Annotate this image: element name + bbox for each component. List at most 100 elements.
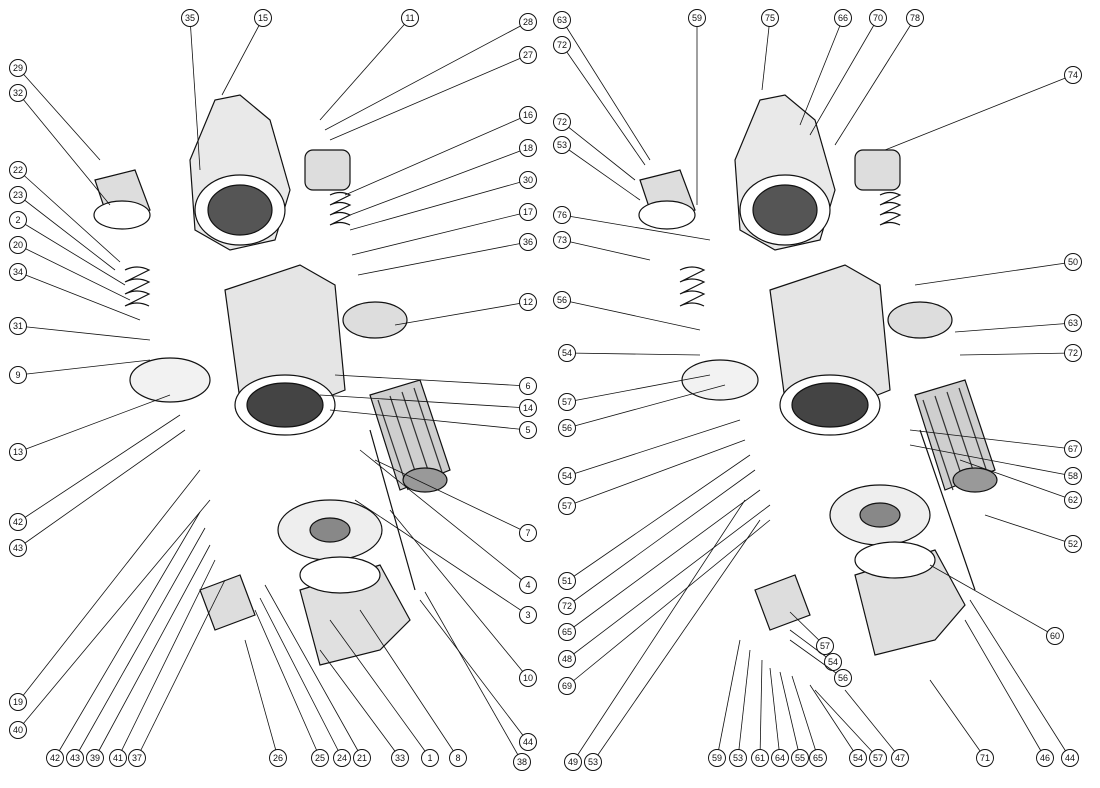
leader-line: [136, 579, 226, 759]
callout-number: 38: [517, 757, 527, 767]
right-callout: 72: [959, 344, 1082, 362]
right-callout: 61: [751, 659, 769, 767]
callout-circle: [333, 749, 351, 767]
left-callout: 7: [374, 459, 537, 542]
callout-number: 42: [50, 753, 60, 763]
callout-circle: [809, 749, 827, 767]
left-callout: 1: [329, 619, 439, 767]
left-callout: 44: [419, 599, 537, 751]
lower-solenoid-left: [199, 574, 256, 631]
callout-number: 25: [315, 753, 325, 763]
leader-line: [592, 519, 761, 763]
spring-left: [124, 266, 151, 307]
leader-line: [389, 509, 529, 679]
right-callout: 72: [558, 469, 756, 615]
right-callout: 54: [558, 419, 741, 485]
leader-line: [809, 17, 879, 136]
callout-circle: [254, 9, 272, 27]
callout-number: 23: [13, 190, 23, 200]
left-callout: 40: [9, 499, 211, 739]
callout-number: 37: [132, 753, 142, 763]
callout-circle: [9, 59, 27, 77]
callout-number: 1: [427, 753, 432, 763]
leader-line: [17, 429, 186, 549]
callout-circle: [519, 171, 537, 189]
leader-line: [319, 649, 401, 759]
left-callout: 11: [319, 9, 419, 121]
leader-line: [329, 409, 529, 431]
right-callout: 63: [954, 314, 1082, 333]
callout-circle: [519, 233, 537, 251]
callout-number: 55: [795, 753, 805, 763]
leader-line: [374, 459, 529, 534]
right-callout: 51: [558, 454, 751, 590]
left-callout: 36: [357, 233, 537, 276]
right-callout: 57: [558, 374, 711, 411]
callout-circle: [869, 749, 887, 767]
left-callout: 15: [221, 9, 272, 96]
callout-circle: [519, 377, 537, 395]
callout-number: 61: [755, 753, 765, 763]
callout-circle: [391, 749, 409, 767]
left-callout: 39: [86, 544, 211, 767]
right-callout: 66: [799, 9, 852, 126]
leader-line: [419, 599, 529, 743]
right-callout: 65: [791, 675, 827, 767]
leader-line: [349, 147, 529, 216]
callout-circle: [1064, 535, 1082, 553]
callout-circle: [519, 46, 537, 64]
callout-circle: [9, 513, 27, 531]
left-callout: 43: [66, 527, 206, 767]
leader-line: [566, 519, 771, 687]
callout-number: 18: [523, 143, 533, 153]
callout-circle: [1064, 440, 1082, 458]
leader-line: [566, 504, 771, 660]
left-callout: 35: [181, 9, 201, 171]
callout-circle: [519, 524, 537, 542]
callout-circle: [1064, 467, 1082, 485]
left-callout: 27: [329, 46, 537, 141]
callout-number: 63: [1068, 318, 1078, 328]
left-callout: 20: [9, 236, 131, 301]
right-callout: 72: [553, 113, 636, 181]
callout-number: 39: [90, 753, 100, 763]
leader-line: [259, 597, 343, 759]
callout-circle: [519, 13, 537, 31]
right-callout: 52: [984, 514, 1082, 553]
through-bolt-right: [919, 429, 976, 591]
callout-circle: [906, 9, 924, 27]
callout-number: 71: [980, 753, 990, 763]
callout-number: 51: [562, 576, 572, 586]
callout-number: 10: [523, 673, 533, 683]
callout-circle: [519, 106, 537, 124]
left-callout: 3: [354, 499, 537, 624]
callout-number: 4: [525, 580, 530, 590]
leader-line: [791, 675, 819, 759]
leader-line: [964, 619, 1046, 759]
callout-number: 64: [775, 753, 785, 763]
callout-number: 34: [13, 267, 23, 277]
right-callout: 53: [553, 136, 641, 201]
right-callout: 73: [553, 231, 651, 261]
right-callout: 57: [558, 439, 746, 515]
leader-line: [17, 67, 101, 161]
leader-line: [914, 261, 1074, 286]
callout-number: 5: [525, 425, 530, 435]
callout-circle: [519, 399, 537, 417]
left-callout: 42: [46, 511, 201, 767]
callout-circle: [584, 753, 602, 771]
leader-line: [566, 489, 761, 633]
callout-number: 56: [838, 673, 848, 683]
callout-circle: [421, 749, 439, 767]
callout-number: 54: [562, 348, 572, 358]
leader-line: [344, 114, 529, 196]
right-callout: 58: [909, 444, 1082, 485]
callout-number: 75: [765, 13, 775, 23]
leader-line: [254, 609, 321, 759]
leader-line: [319, 394, 529, 409]
right-callout: 67: [909, 429, 1082, 458]
right-callout: 54: [558, 344, 701, 362]
callout-number: 22: [13, 165, 23, 175]
leader-line: [572, 499, 746, 763]
callout-circle: [109, 749, 127, 767]
